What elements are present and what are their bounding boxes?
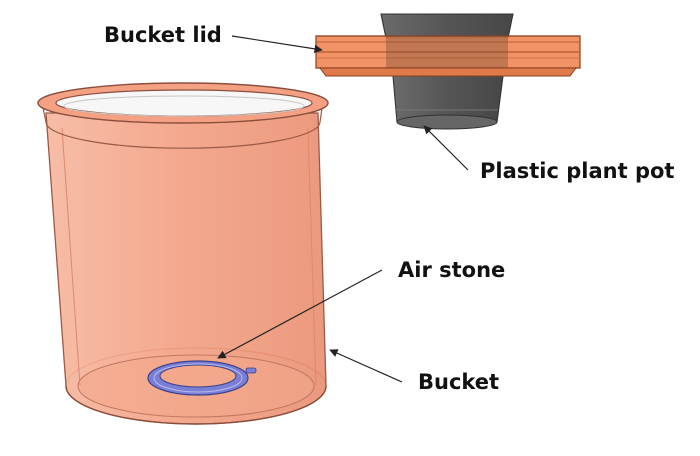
- bucket-rim-lip: [63, 95, 305, 117]
- bucket-inner-edge-right: [307, 127, 317, 387]
- label-bucket: Bucket: [418, 370, 499, 394]
- bucket-bottom-front: [65, 385, 327, 425]
- bucket-lid: [315, 35, 581, 77]
- lid-underside: [319, 67, 577, 77]
- bucket-inner-edge-left: [61, 127, 81, 387]
- bucket-rim-inner: [55, 89, 313, 117]
- leader-bucket-lid: [231, 35, 323, 53]
- leader-air-stone: [217, 269, 383, 359]
- label-bucket-lid: Bucket lid: [104, 23, 222, 47]
- air-stone: [147, 360, 257, 396]
- pot-base: [396, 114, 498, 130]
- air-stone-nozzle: [245, 367, 257, 374]
- air-stone-ring-inner: [159, 364, 237, 388]
- air-stone-ring-highlight: [153, 363, 243, 393]
- bucket: [37, 82, 329, 425]
- bucket-upper-band: [42, 107, 323, 149]
- leader-plastic-plant-pot: [423, 125, 469, 171]
- leader-bucket: [329, 349, 403, 383]
- label-plastic-plant-pot: Plastic plant pot: [480, 159, 674, 183]
- label-air-stone: Air stone: [398, 258, 505, 282]
- pot-top-section: [380, 13, 514, 39]
